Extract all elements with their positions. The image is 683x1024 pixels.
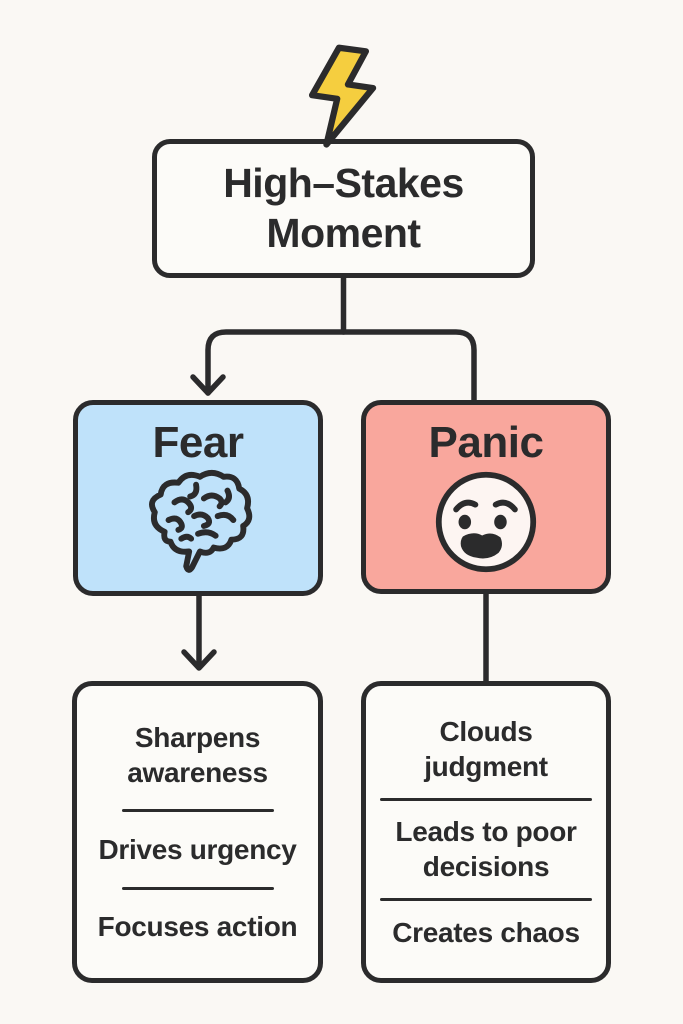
divider: [121, 809, 274, 813]
worried-face-icon: [435, 472, 537, 573]
panic-outcome-3: Creates chaos: [392, 917, 580, 949]
fear-label: Fear: [152, 418, 244, 467]
panic-outcome-1: Clouds judgment: [424, 715, 548, 782]
divider: [121, 886, 274, 890]
arrowhead-to-fear-outcomes: [181, 649, 217, 671]
fear-outcome-1: Sharpens awareness: [127, 721, 268, 788]
panic-outcome-2: Leads to poor decisions: [395, 816, 577, 883]
fear-outcomes-box: Sharpens awareness Drives urgency Focuse…: [72, 681, 323, 983]
divider: [380, 898, 592, 902]
branch-node-panic: Panic: [361, 400, 611, 594]
root-node-high-stakes-moment: High–Stakes Moment: [152, 139, 535, 278]
branch-node-fear: Fear: [73, 400, 323, 596]
connector-branch-split: [205, 329, 477, 408]
root-node-label: High–Stakes Moment: [223, 160, 464, 256]
arrowhead-to-fear: [190, 374, 226, 396]
brain-icon: [149, 470, 253, 574]
divider: [380, 797, 592, 801]
panic-label: Panic: [428, 418, 544, 467]
lightning-bolt-icon: [308, 44, 377, 148]
fear-outcome-3: Focuses action: [97, 911, 298, 943]
fear-outcome-2: Drives urgency: [98, 833, 297, 865]
panic-outcomes-box: Clouds judgment Leads to poor decisions …: [361, 681, 611, 983]
